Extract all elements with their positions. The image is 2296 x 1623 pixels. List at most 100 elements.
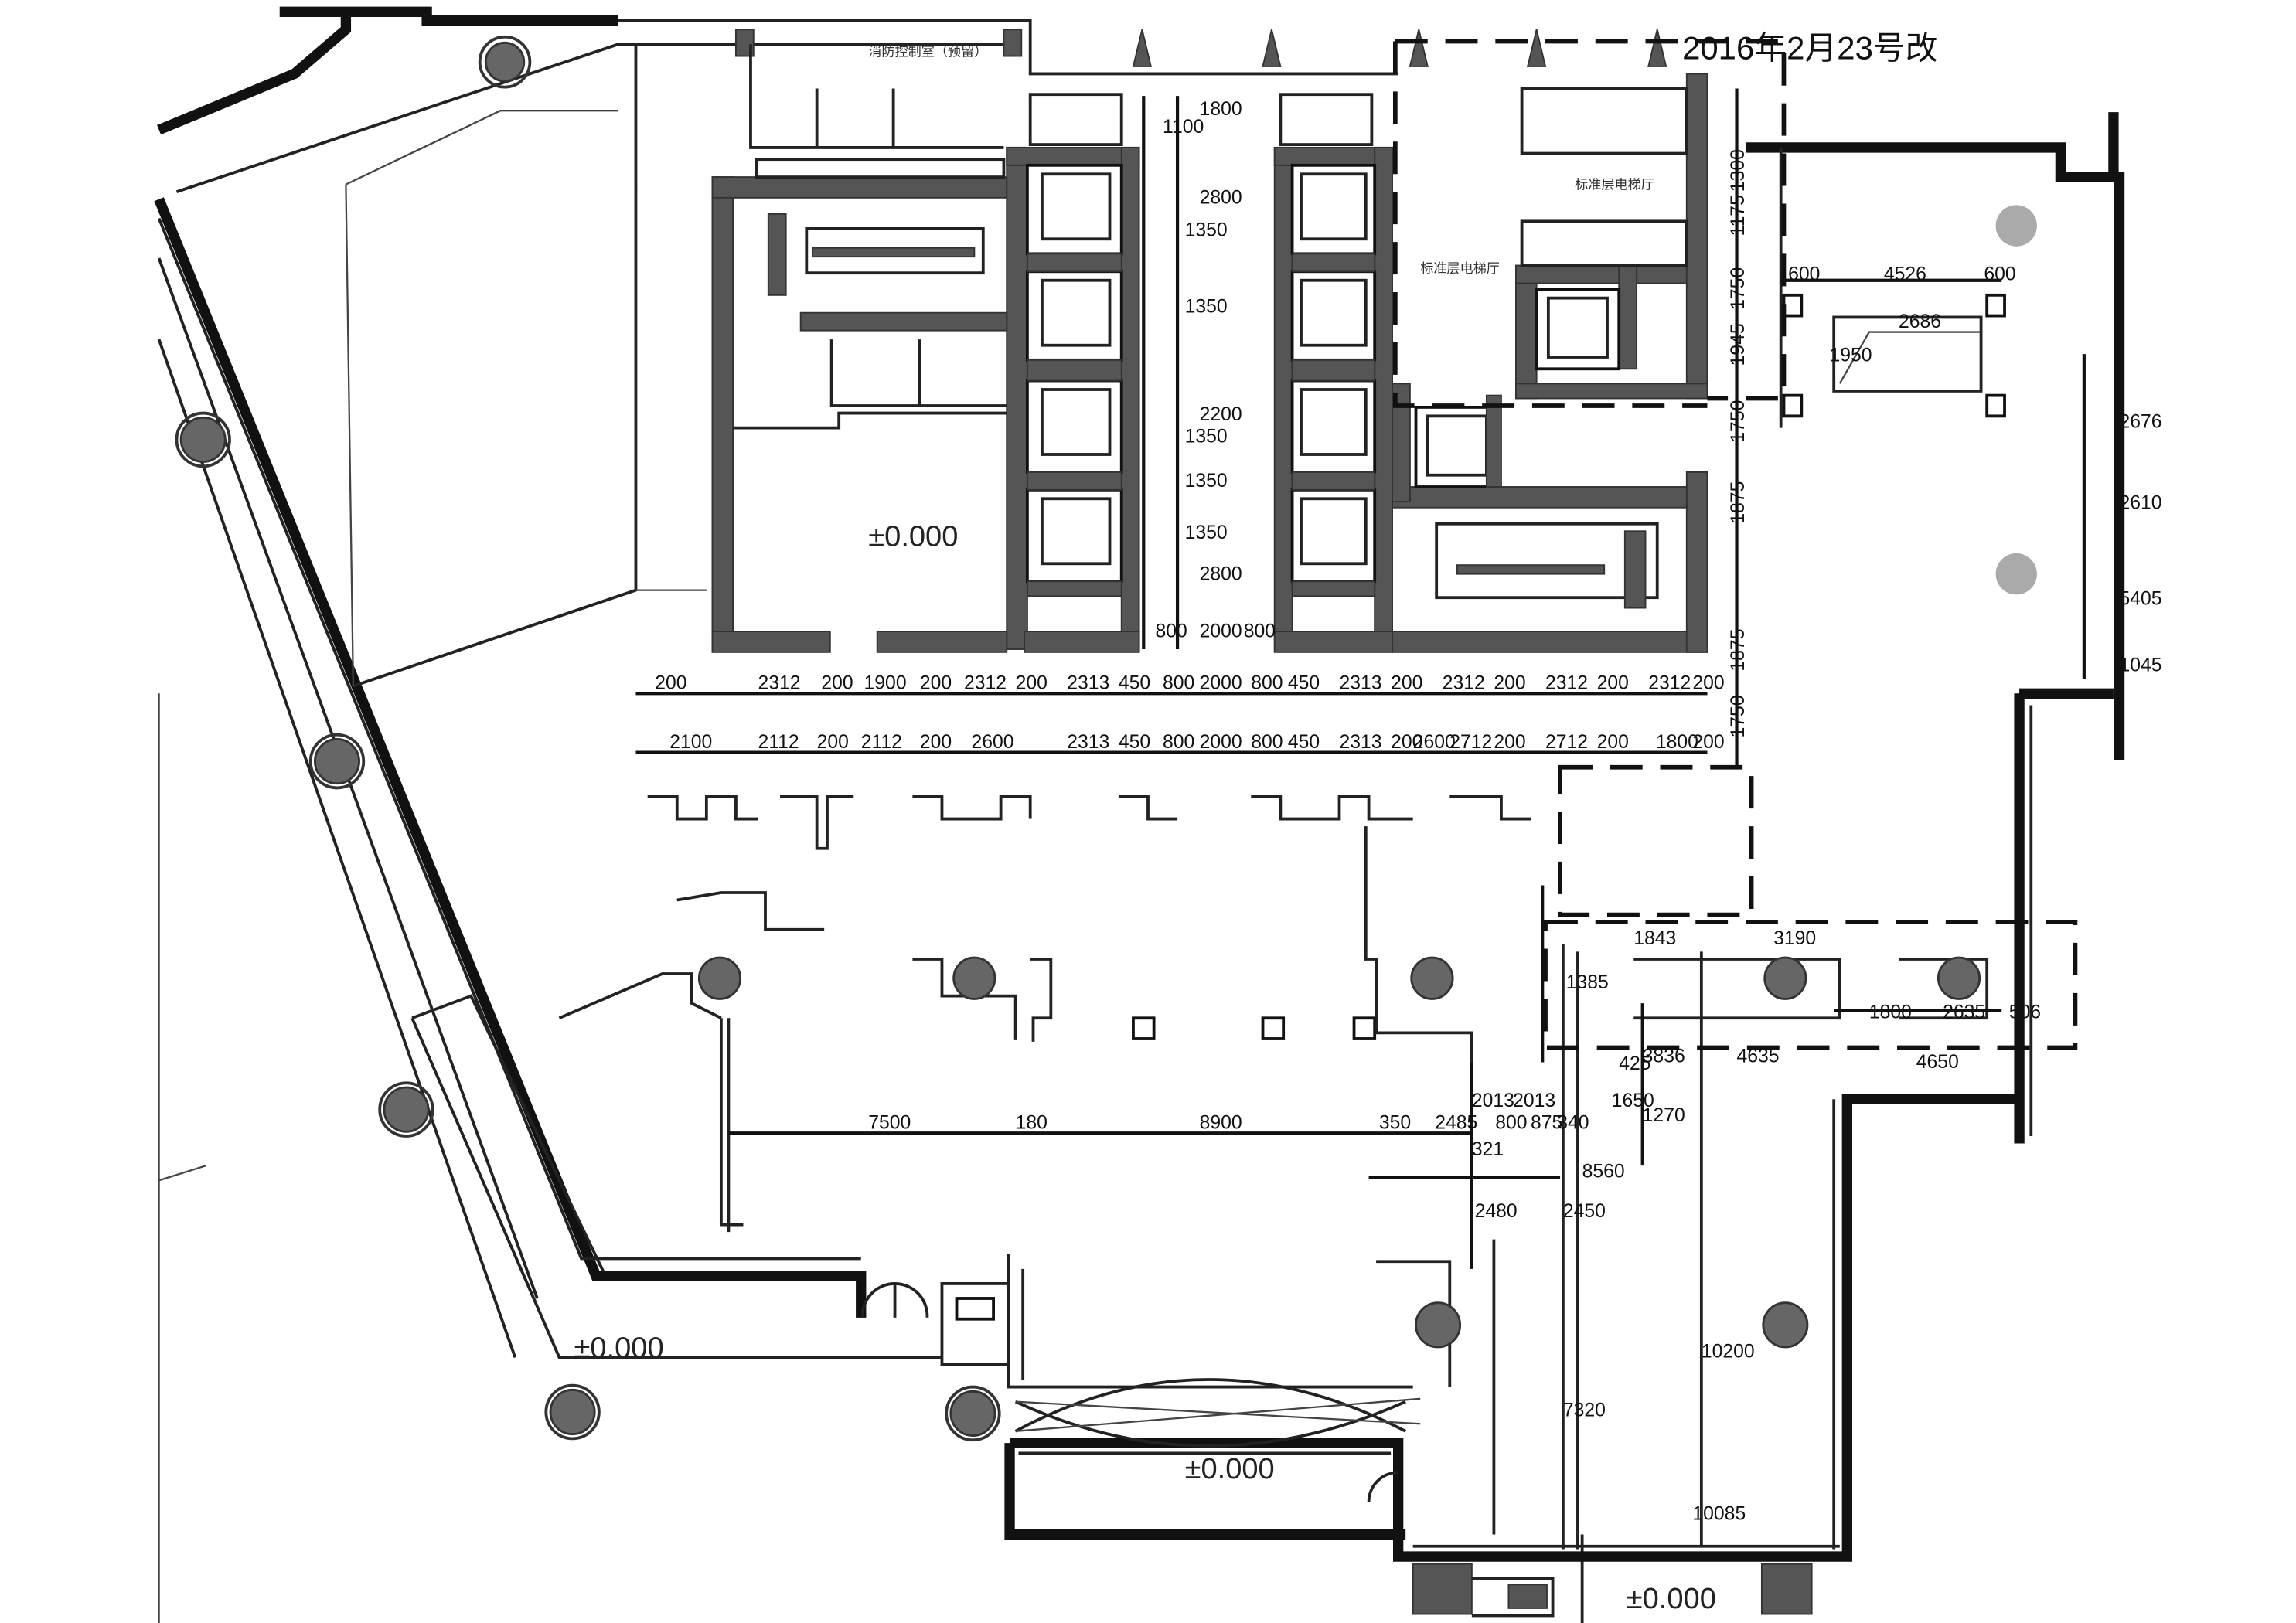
dim-row-2-label: 200 [920,732,952,753]
left-wing-outline [154,6,1398,1359]
room-label-top: 消防控制室（预留） [868,44,987,60]
dim-row-2-label: 200 [1597,732,1629,753]
room-label-lobby-b: 标准层电梯厅 [1420,260,1500,276]
dim-lower-label: 350 [1379,1112,1411,1133]
dim-lower-label: 340 [1557,1112,1589,1133]
dim-misc-label: 2450 [1563,1201,1606,1222]
dim-row-1-label: 200 [655,673,686,694]
dim-core-label: 2000 [1200,621,1242,642]
dim-misc-label: 10085 [1692,1503,1746,1524]
dim-core-label: 2800 [1200,563,1242,584]
dim-row-1-label: 200 [1597,673,1629,694]
dim-row-1-label: 2312 [1648,673,1691,694]
dim-lower-label: 7500 [868,1112,911,1133]
dim-lower-label: 180 [1016,1112,1048,1133]
dim-right-block-label: 2676 [2120,412,2162,433]
dim-row-1-label: 2312 [1545,673,1588,694]
dim-misc-label: 321 [1472,1139,1504,1160]
dim-row-2-label: 450 [1119,732,1150,753]
dim-right-vertical-label: 1300 [1728,149,1749,192]
dim-row-2-label: 200 [1692,732,1724,753]
dim-misc-label: 2480 [1475,1201,1518,1222]
dim-row-1-label: 2313 [1339,673,1381,694]
dim-row-2-label: 200 [1494,732,1525,753]
dim-lower-label: 2485 [1435,1112,1477,1133]
dim-right-block-label: 1045 [2120,655,2162,676]
dim-core-label: 2800 [1200,187,1242,208]
corridor-columns [647,795,1531,850]
structural-columns [175,35,2037,1442]
dim-row-2-label: 2000 [1200,732,1242,753]
dim-right-vertical-label: 1875 [1728,481,1749,524]
dim-lower-label: 8560 [1582,1161,1625,1182]
level-mark-2: ±0.000 [574,1331,664,1364]
dim-core-label: 1350 [1185,427,1228,447]
dim-row-2-label: 2600 [1413,732,1456,753]
sheet-mark [158,1165,206,1182]
dim-row-1-label: 2312 [758,673,800,694]
dim-right-vertical-label: 1175 [1728,195,1749,236]
dim-misc-label: 1843 [1633,928,1676,949]
dim-core-label: 800 [1244,621,1276,642]
dim-misc-label: 2013 [1513,1091,1555,1111]
dim-row-1-label: 800 [1251,673,1283,694]
dim-row-2-label: 1800 [1656,732,1698,753]
dim-row-2-label: 2313 [1339,732,1381,753]
dim-right-block-label: 4526 [1884,264,1926,285]
dim-row-1-label: 450 [1288,673,1320,694]
dim-row-1-label: 200 [821,673,853,694]
dim-core-label: 1350 [1185,471,1228,492]
dim-lower-label: 8900 [1200,1112,1242,1133]
dim-row-2-label: 2600 [972,732,1014,753]
dim-row-2-label: 2112 [861,732,902,753]
dim-row-2-label: 2712 [1449,732,1492,753]
dim-right-block-label: 600 [1788,264,1820,285]
dim-misc-label: 506 [2009,1002,2041,1022]
elevator-bank-left [1025,163,1123,597]
dim-right-vertical-label: 1750 [1728,400,1749,443]
dim-misc-label: 3836 [1643,1046,1685,1067]
dim-lower-label: 875 [1531,1112,1562,1133]
dim-row-2-label: 2712 [1545,732,1588,753]
revision-boundaries [1392,39,2078,1050]
dim-misc-label: 10200 [1702,1341,1755,1362]
dim-right-block-label: 2610 [2120,493,2162,514]
dim-row-2-label: 2100 [669,732,712,753]
dim-row-1-label: 800 [1163,673,1194,694]
dim-core-label: 2200 [1200,404,1242,425]
dim-row-2-label: 200 [1391,732,1422,753]
dim-lower-label: 4650 [1916,1052,1959,1073]
revision-note: 2016年2月23号改 [1682,29,1938,66]
dim-misc-label: 1270 [1643,1105,1685,1126]
top-fins [734,29,1667,67]
dim-lower-label: 800 [1495,1112,1527,1133]
room-label-lobby-a: 标准层电梯厅 [1575,176,1654,192]
dim-row-1-label: 2313 [1067,673,1109,694]
core-rooms [733,44,1688,609]
dim-right-vertical-label: 1875 [1728,628,1749,671]
dim-misc-label: 3190 [1773,928,1816,949]
dim-misc-label: 2635 [1943,1002,1985,1022]
dim-row-1-label: 1900 [864,673,907,694]
dim-row-1-label: 200 [920,673,952,694]
core-walls [711,73,1708,653]
dim-misc-label: 1800 [1869,1002,1912,1022]
dim-row-1-label: 200 [1391,673,1422,694]
dim-row-2-label: 800 [1251,732,1283,753]
lobby-outline [558,826,2017,1618]
dim-row-2-label: 450 [1288,732,1320,753]
dim-core-label: 800 [1156,621,1187,642]
dim-row-1-label: 2312 [1443,673,1485,694]
dim-row-2-label: 200 [817,732,849,753]
dim-right-block-label: 1950 [1829,345,1872,366]
dim-core-label: 1350 [1185,219,1228,240]
dim-right-vertical-label: 1750 [1728,267,1749,310]
dim-row-2-label: 2112 [758,732,799,753]
dim-row-1-label: 200 [1692,673,1724,694]
dim-right-block-label: 600 [1984,264,2015,285]
